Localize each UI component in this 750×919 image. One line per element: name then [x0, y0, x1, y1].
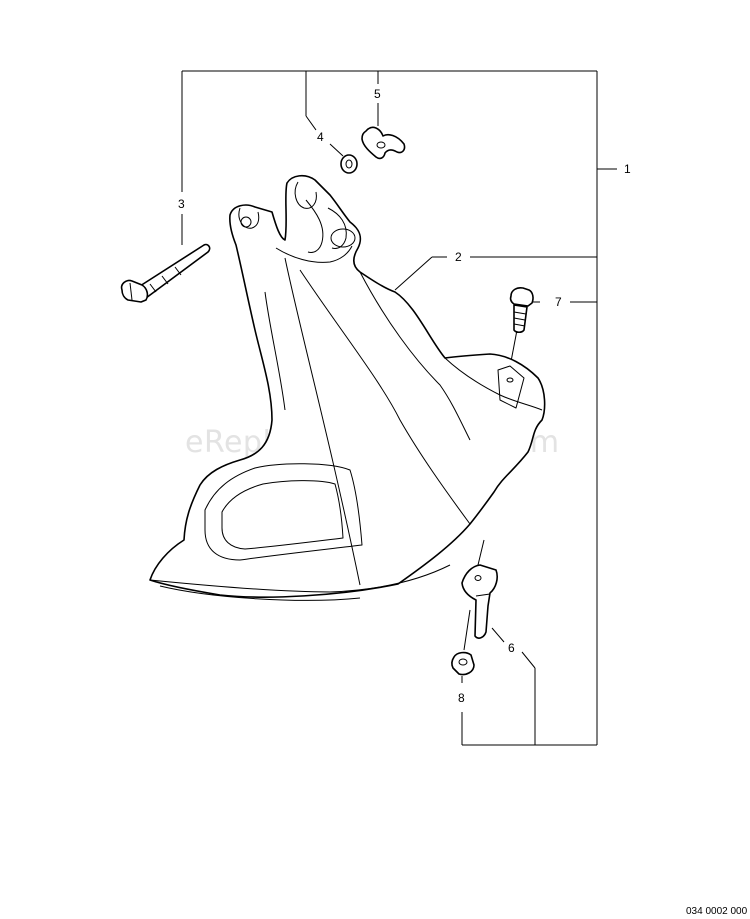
reference-code: 034 0002 000 [686, 906, 748, 917]
screw-part [509, 287, 534, 334]
callout-8: 8 [458, 691, 465, 705]
leader-lines [181, 70, 617, 746]
bolt-part [120, 243, 211, 303]
callout-6: 6 [508, 641, 515, 655]
callout-2: 2 [455, 250, 462, 264]
callout-labels: 1 2 3 4 5 6 7 8 [178, 87, 631, 705]
callout-3: 3 [178, 197, 185, 211]
washer-part [340, 154, 358, 174]
bracket-part [461, 564, 498, 639]
wing-nut-part [361, 126, 406, 160]
debris-shield-part [149, 174, 546, 601]
callout-5: 5 [374, 87, 381, 101]
nut-part [451, 651, 475, 676]
callout-7: 7 [555, 295, 562, 309]
callout-1: 1 [624, 162, 631, 176]
callout-4: 4 [317, 130, 324, 144]
